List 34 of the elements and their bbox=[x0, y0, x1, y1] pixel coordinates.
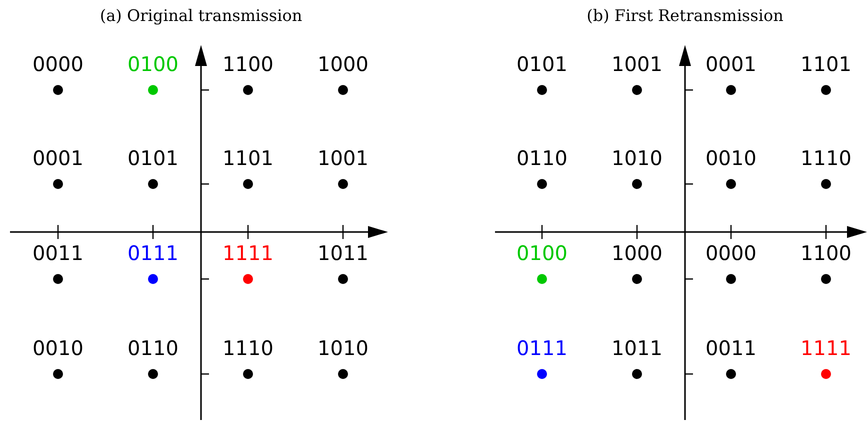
bit-label: 1100 bbox=[222, 52, 274, 76]
bit-label: 0100 bbox=[126, 52, 180, 76]
bit-label: 1111 bbox=[222, 241, 274, 265]
bit-label: 1001 bbox=[316, 146, 370, 170]
bit-label: 0001 bbox=[32, 146, 84, 170]
bit-label: 0010 bbox=[704, 146, 758, 170]
bit-label: 0000 bbox=[32, 52, 84, 76]
bit-label: 1000 bbox=[610, 241, 664, 265]
bit-label: 1010 bbox=[316, 336, 370, 360]
panel-title: (a) Original transmission bbox=[100, 6, 302, 25]
bit-label: 1010 bbox=[610, 146, 664, 170]
bit-label: 1011 bbox=[316, 241, 370, 265]
bit-label: 0101 bbox=[516, 52, 568, 76]
bit-label: 1110 bbox=[222, 336, 274, 360]
bit-label: 1110 bbox=[800, 146, 852, 170]
bit-label: 0110 bbox=[126, 336, 180, 360]
bit-label: 0101 bbox=[126, 146, 180, 170]
bit-label: 1101 bbox=[800, 52, 852, 76]
bit-label: 1000 bbox=[316, 52, 370, 76]
panel-title: (b) First Retransmission bbox=[586, 6, 784, 25]
bit-label: 1100 bbox=[800, 241, 852, 265]
bit-label: 0001 bbox=[704, 52, 758, 76]
bit-label: 1001 bbox=[610, 52, 664, 76]
bit-label: 1111 bbox=[800, 336, 852, 360]
bit-label: 0011 bbox=[32, 241, 84, 265]
bit-label: 0100 bbox=[516, 241, 568, 265]
bit-label: 1011 bbox=[610, 336, 664, 360]
bit-label: 0110 bbox=[516, 146, 568, 170]
bit-label: 0111 bbox=[126, 241, 180, 265]
bit-label: 0010 bbox=[32, 336, 84, 360]
bit-label: 0011 bbox=[704, 336, 758, 360]
bit-label: 0000 bbox=[704, 241, 758, 265]
bit-label: 0111 bbox=[516, 336, 568, 360]
bit-label: 1101 bbox=[222, 146, 274, 170]
